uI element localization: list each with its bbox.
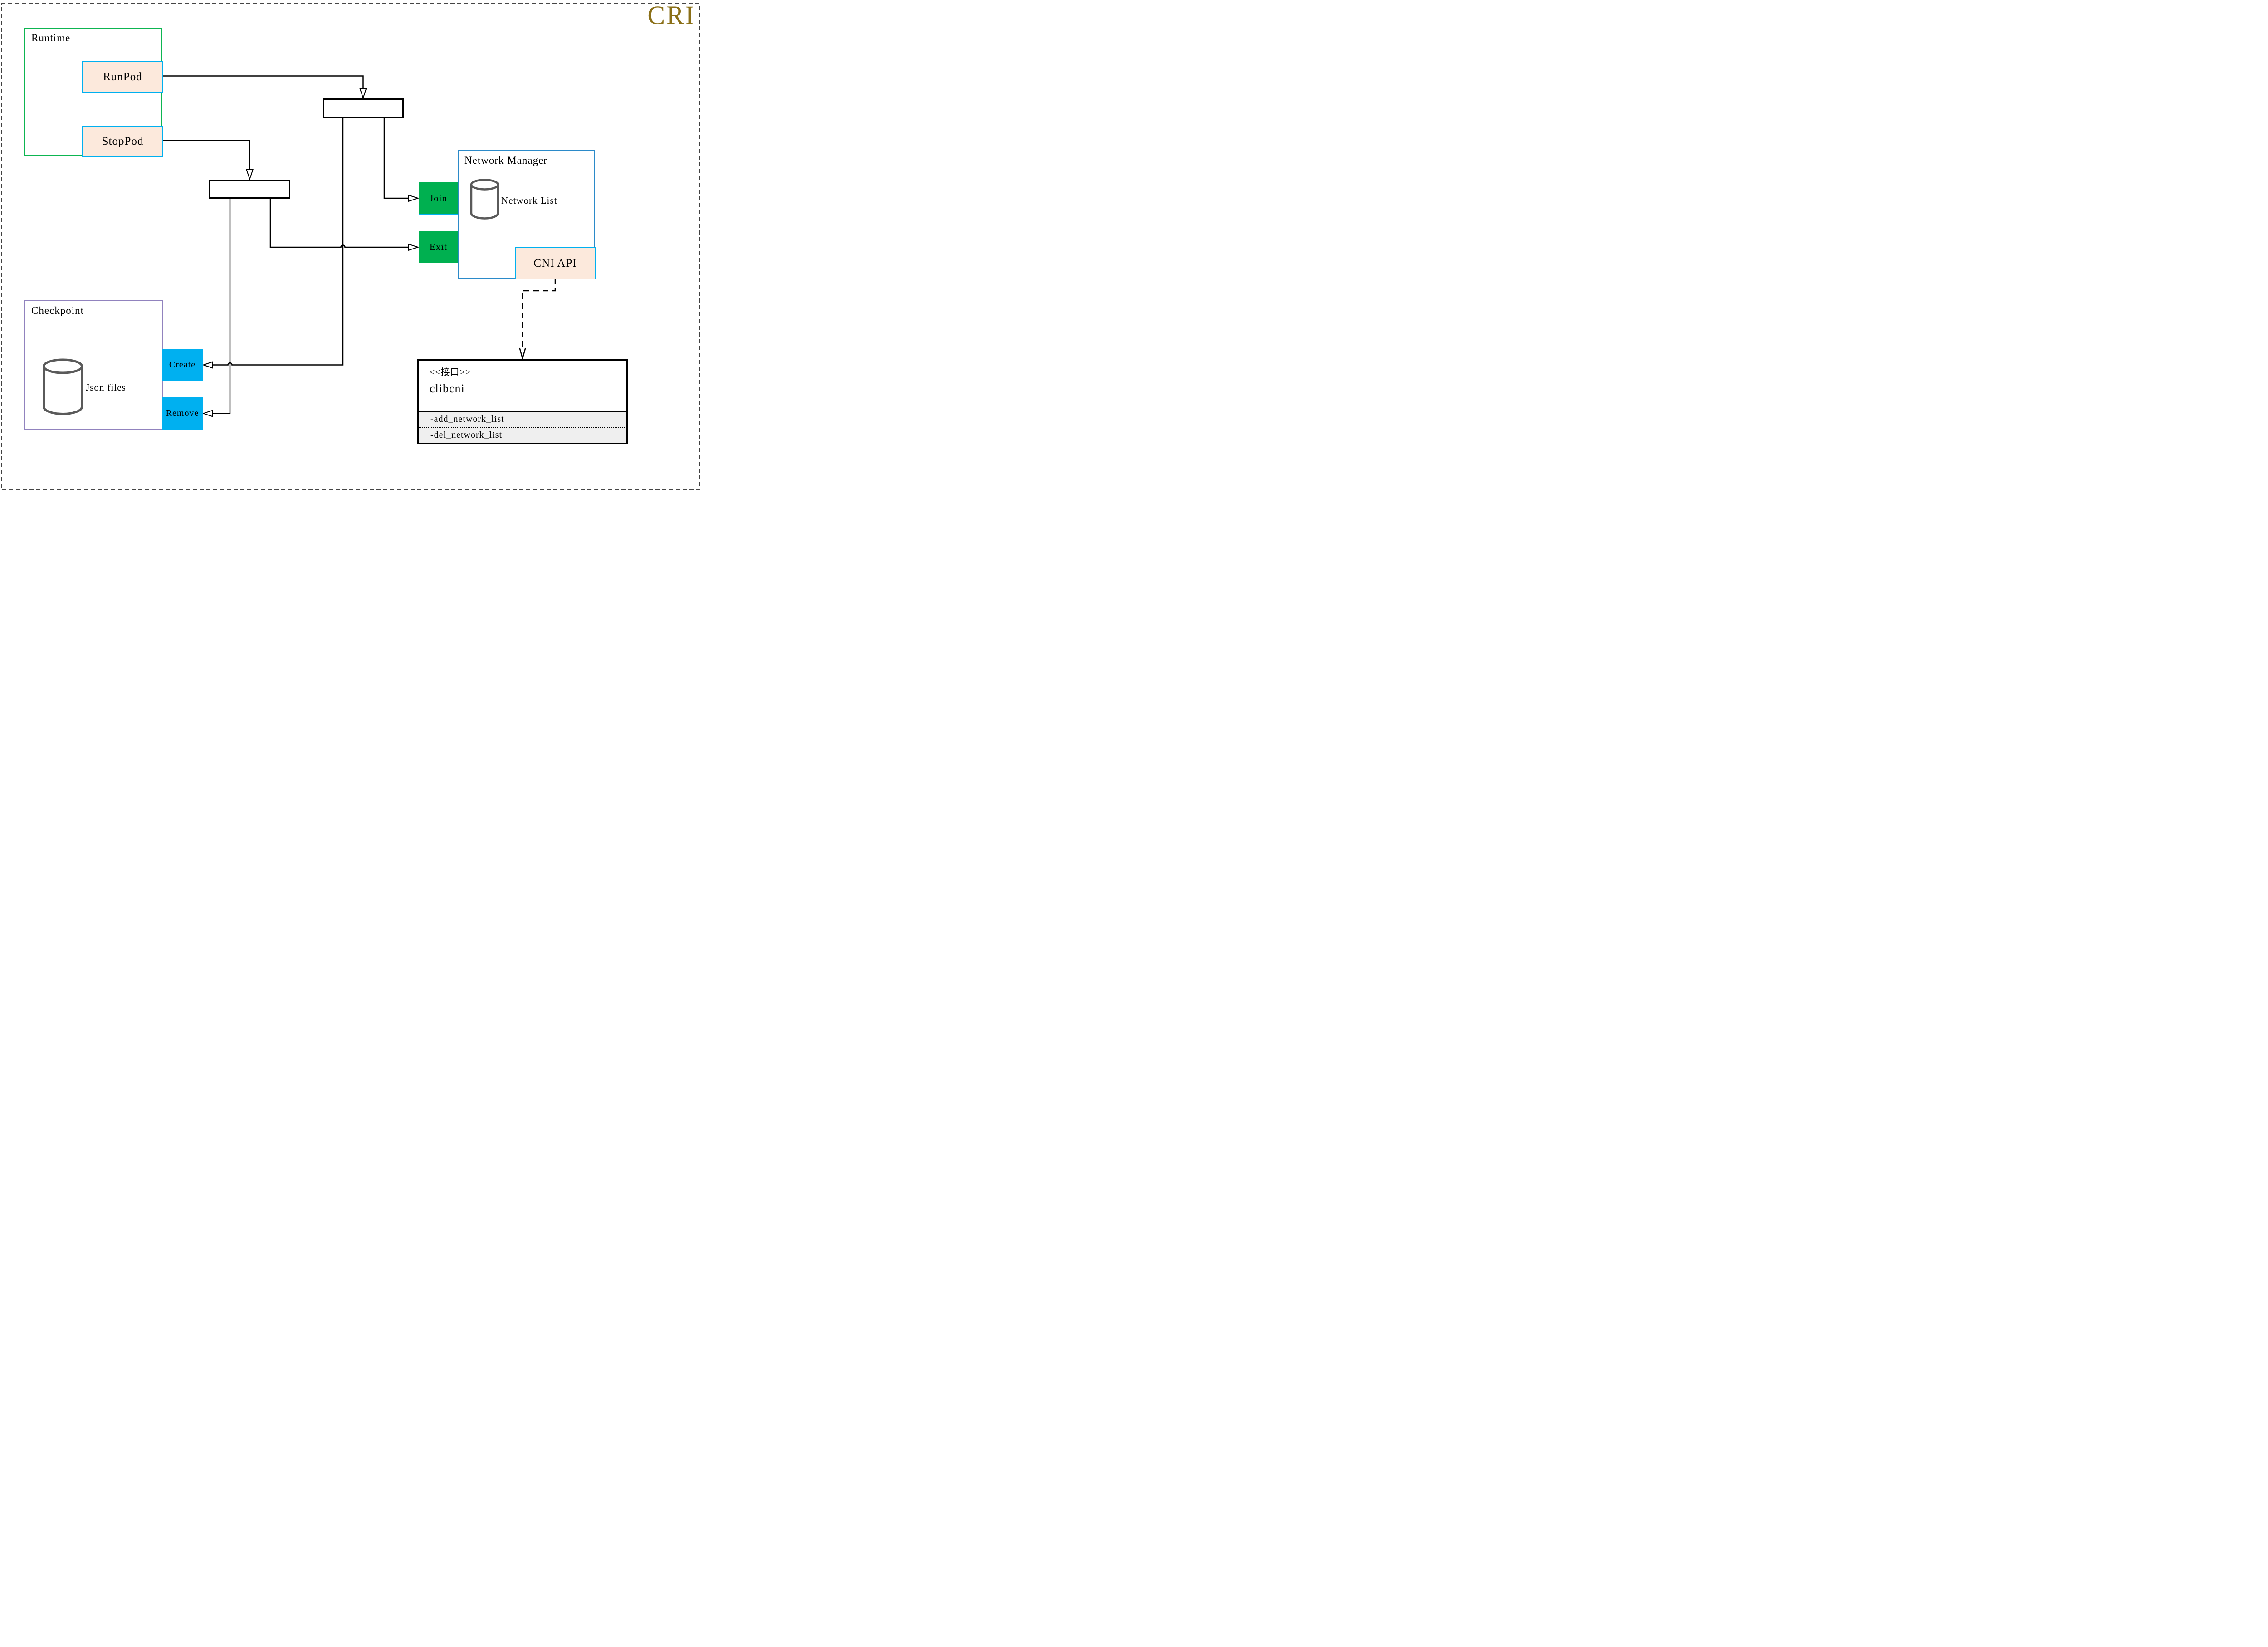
cni-api-button[interactable]: CNI API: [515, 247, 596, 279]
process-box-2: [209, 180, 290, 199]
interface-stereotype: <<接口>>: [430, 367, 471, 377]
stoppod-label: StopPod: [102, 135, 144, 147]
network-manager-title: Network Manager: [464, 155, 547, 166]
connector-process1-to-join: [383, 118, 408, 199]
arrowhead-right-join: [408, 194, 420, 202]
checkpoint-box: Checkpoint Json files: [24, 300, 163, 430]
connector-process1-to-create: [213, 118, 344, 366]
runtime-title: Runtime: [31, 32, 71, 44]
arrowhead-open-clibcni: [519, 347, 526, 361]
database-icon: [470, 179, 499, 220]
exit-button[interactable]: Exit: [419, 231, 458, 263]
create-button[interactable]: Create: [162, 349, 203, 381]
interface-header: <<接口>> clibcni: [419, 361, 626, 411]
diagram-canvas: CRI Runtime RunPod StopPod Network Manag…: [0, 0, 702, 494]
connectors-layer: [1, 3, 700, 490]
arrowhead-left-remove: [202, 410, 213, 417]
remove-button[interactable]: Remove: [162, 397, 203, 430]
join-button[interactable]: Join: [419, 182, 458, 215]
cni-api-label: CNI API: [533, 257, 577, 269]
interface-name: clibcni: [430, 382, 465, 395]
checkpoint-title: Checkpoint: [31, 305, 84, 316]
runpod-label: RunPod: [103, 70, 142, 83]
stoppod-button[interactable]: StopPod: [82, 126, 163, 157]
network-manager-box: Network Manager Network List CNI API: [458, 150, 596, 279]
cri-badge: CRI: [647, 0, 695, 30]
arrowhead-left-create: [202, 361, 213, 369]
process-box-1: [323, 98, 404, 118]
interface-method-del: -del_network_list: [430, 430, 503, 440]
join-label: Join: [429, 192, 447, 204]
connector-process2-to-remove: [213, 198, 231, 414]
interface-methods-section: -add_network_list -del_network_list: [419, 411, 626, 443]
network-list-label: Network List: [501, 195, 557, 206]
arrowhead-right-exit: [408, 243, 420, 251]
connector-cniapi-to-clibcni: [522, 279, 556, 349]
page-dashed-border: [1, 3, 700, 490]
connector-process2-to-exit: [269, 198, 408, 248]
runtime-box: Runtime RunPod StopPod: [24, 28, 163, 157]
interface-box: <<接口>> clibcni -add_network_list -del_ne…: [417, 359, 628, 444]
arrowhead-down-process2: [246, 169, 254, 181]
interface-method-add: -add_network_list: [419, 412, 626, 428]
create-label: Create: [169, 360, 196, 370]
arrowhead-down-process1: [359, 88, 367, 100]
exit-label: Exit: [430, 241, 447, 252]
connector-runpod-to-process1: [162, 75, 364, 88]
connector-stoppod-to-process2: [162, 140, 250, 170]
remove-label: Remove: [166, 408, 199, 418]
runpod-button[interactable]: RunPod: [82, 61, 163, 93]
json-files-label: Json files: [86, 382, 126, 393]
database-icon: [43, 358, 83, 415]
